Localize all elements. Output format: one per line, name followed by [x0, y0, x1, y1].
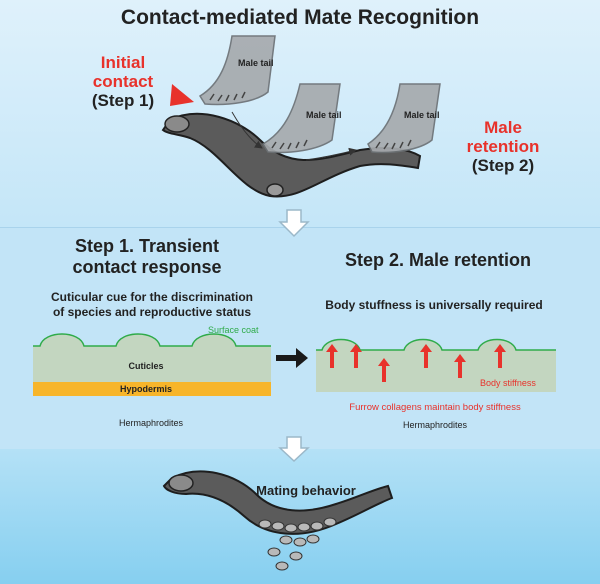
egg — [297, 522, 311, 532]
step1-title: Step 1. Transient contact response — [72, 236, 221, 278]
down-arrow-icon-1 — [278, 209, 310, 238]
step1-subtitle-line-2: of species and reproductive status — [52, 305, 252, 319]
male-retention-line-1: Male — [484, 118, 522, 137]
step2-tag: (Step 2) — [471, 156, 535, 175]
mating-behavior-label: Mating behavior — [256, 483, 356, 498]
furrow-collagens-label: Furrow collagens maintain body stiffness — [349, 402, 521, 413]
step1-title-line-2: contact response — [72, 257, 222, 277]
egg — [323, 517, 337, 527]
male-retention-label: Male retention — [467, 118, 540, 156]
stiffness-arrow-icon — [326, 344, 338, 368]
surface-coat-label: Surface coat — [208, 325, 259, 335]
middle-panel — [0, 227, 600, 450]
step1-title-line-1: Step 1. Transient — [74, 236, 220, 256]
motion-arrow-1 — [231, 111, 263, 149]
surface-coat-line-right — [316, 338, 556, 351]
egg — [275, 561, 289, 571]
egg — [284, 523, 298, 533]
hermaphrodites-right-label: Hermaphrodites — [402, 420, 468, 430]
step1-subtitle: Cuticular cue for the discrimination of … — [51, 290, 253, 320]
motion-arrow-2 — [305, 147, 357, 161]
vulva-icon — [266, 183, 284, 197]
stiffness-arrow-icon — [420, 344, 432, 368]
step2-title: Step 2. Male retention — [344, 250, 532, 270]
step2-subtitle: Body stuffness is universally required — [325, 298, 543, 312]
egg — [293, 537, 307, 547]
male-retention-line-2: retention — [466, 137, 540, 156]
stiffness-arrows — [326, 344, 506, 382]
stiffness-arrow-icon — [378, 358, 390, 382]
male-tail-2 — [261, 83, 341, 154]
contact-arrow-icon — [170, 84, 194, 106]
stiffness-arrow-icon — [350, 344, 362, 368]
initial-contact-line-2: contact — [92, 72, 154, 91]
step1-tag: (Step 1) — [91, 91, 155, 110]
transition-arrow-icon — [276, 348, 308, 368]
head-pharynx-icon — [164, 115, 190, 133]
egg — [267, 547, 281, 557]
cuticles-label: Cuticles — [128, 361, 164, 371]
surface-coat-line — [33, 333, 271, 347]
male-tail-label-2: Male tail — [306, 110, 342, 120]
egg — [310, 521, 324, 531]
body-stiffness-label: Body stiffness — [480, 378, 536, 388]
male-tail-label-1: Male tail — [238, 58, 274, 68]
male-tail-1 — [198, 35, 276, 106]
male-tail-3 — [367, 83, 441, 154]
stiffness-arrow-icon — [454, 354, 466, 378]
step1-subtitle-line-1: Cuticular cue for the discrimination — [50, 290, 254, 304]
top-worm — [161, 112, 422, 198]
eggs — [258, 517, 337, 571]
page-title: Contact-mediated Mate Recognition — [120, 6, 480, 29]
head-pharynx-icon — [168, 474, 194, 492]
egg — [258, 519, 272, 529]
cuticle-diagram-left — [33, 333, 271, 396]
egg — [289, 551, 303, 561]
hypodermis-label: Hypodermis — [119, 384, 173, 394]
stiffness-arrow-icon — [494, 344, 506, 368]
bottom-worm — [162, 470, 394, 571]
male-tail-label-3: Male tail — [404, 110, 440, 120]
egg — [306, 534, 320, 544]
initial-contact-line-1: Initial — [100, 53, 146, 72]
egg — [271, 521, 285, 531]
initial-contact-label: Initial contact — [93, 53, 153, 91]
egg — [279, 535, 293, 545]
hermaphrodites-left-label: Hermaphrodites — [118, 418, 184, 428]
down-arrow-icon-2 — [278, 436, 310, 463]
hypodermis-layer — [33, 382, 271, 396]
